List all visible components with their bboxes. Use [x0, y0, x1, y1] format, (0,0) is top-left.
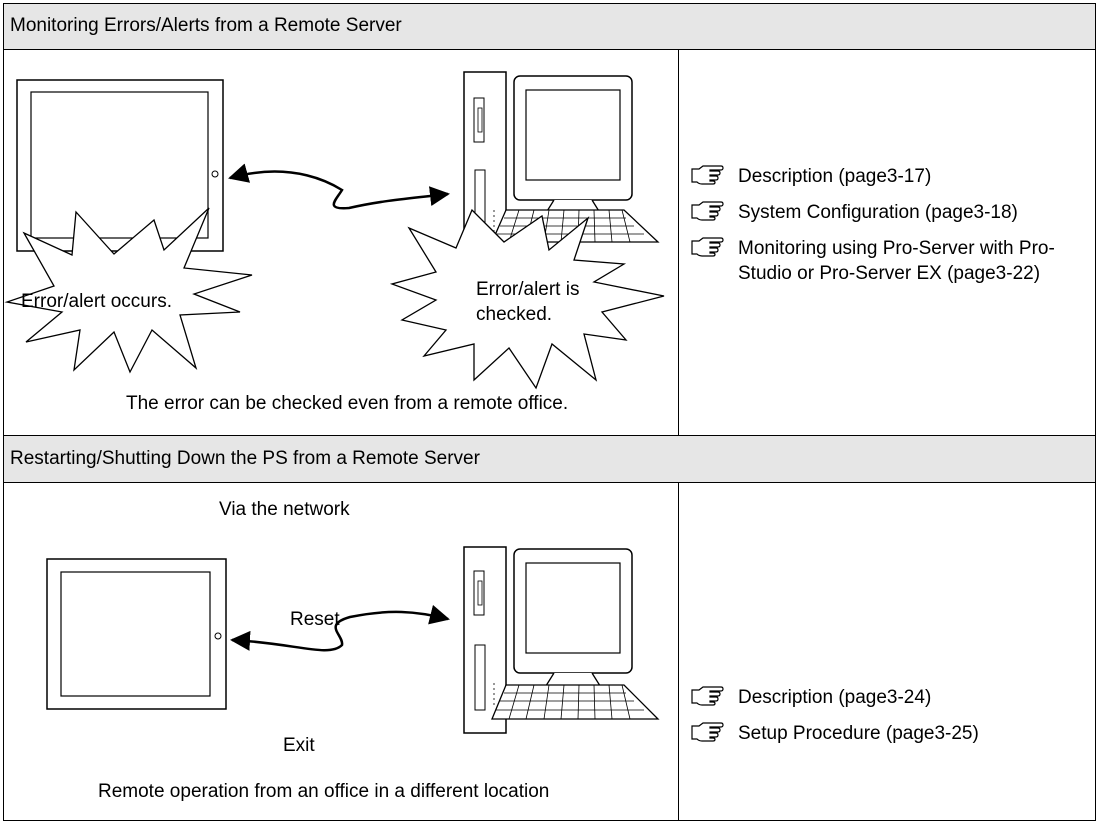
- connection-arrow: [230, 604, 450, 652]
- pointing-hand-icon: [690, 201, 724, 221]
- alert-burst-left: [4, 207, 253, 374]
- monitoring-illustration: Error/alert occurs. Error/alert is check…: [4, 71, 665, 390]
- pointing-hand-icon: [690, 237, 724, 257]
- pc-monitor-icon: [513, 75, 633, 217]
- pc-monitor-icon: [513, 548, 633, 690]
- restart-links: Description (page3-24) Setup Procedure (…: [688, 685, 1088, 757]
- keyboard-icon: [491, 684, 660, 720]
- monitoring-diagram: Error/alert occurs. Error/alert is check…: [4, 50, 678, 435]
- link-description-3-17[interactable]: Description (page3-17): [688, 164, 1088, 189]
- column-divider: [678, 483, 679, 821]
- network-label: Via the network: [219, 499, 350, 520]
- bubble-left-text: Error/alert occurs.: [21, 291, 172, 312]
- pointing-hand-icon: [690, 686, 724, 706]
- link-description-3-24[interactable]: Description (page3-24): [688, 685, 1088, 710]
- link-setup-procedure[interactable]: Setup Procedure (page3-25): [688, 721, 1088, 746]
- restart-caption: Remote operation from an office in a dif…: [98, 781, 550, 802]
- monitoring-links: Description (page3-17) System Configurat…: [688, 164, 1088, 297]
- link-system-configuration[interactable]: System Configuration (page3-18): [688, 200, 1088, 225]
- column-divider: [678, 50, 679, 435]
- alert-burst-right: [389, 208, 665, 390]
- section-header-monitoring: Monitoring Errors/Alerts from a Remote S…: [4, 4, 1095, 50]
- ps-panel-icon: [16, 79, 224, 252]
- exit-label: Exit: [283, 735, 315, 756]
- connection-arrow: [228, 163, 450, 210]
- monitoring-caption: The error can be checked even from a rem…: [126, 393, 569, 414]
- restart-illustration: [46, 546, 660, 734]
- pointing-hand-icon: [690, 165, 724, 185]
- reset-label: Reset: [290, 609, 340, 630]
- restart-diagram: Via the network Reset Exit Remote operat…: [4, 483, 678, 821]
- bubble-right-line1: Error/alert is: [476, 279, 579, 300]
- link-monitoring-pro-server[interactable]: Monitoring using Pro-Server with Pro-Stu…: [688, 236, 1078, 286]
- pointing-hand-icon: [690, 722, 724, 742]
- ps-panel-icon: [46, 558, 227, 710]
- section-header-restart: Restarting/Shutting Down the PS from a R…: [4, 435, 1095, 483]
- page-frame: Monitoring Errors/Alerts from a Remote S…: [3, 3, 1096, 821]
- bubble-right-line2: checked.: [476, 304, 552, 325]
